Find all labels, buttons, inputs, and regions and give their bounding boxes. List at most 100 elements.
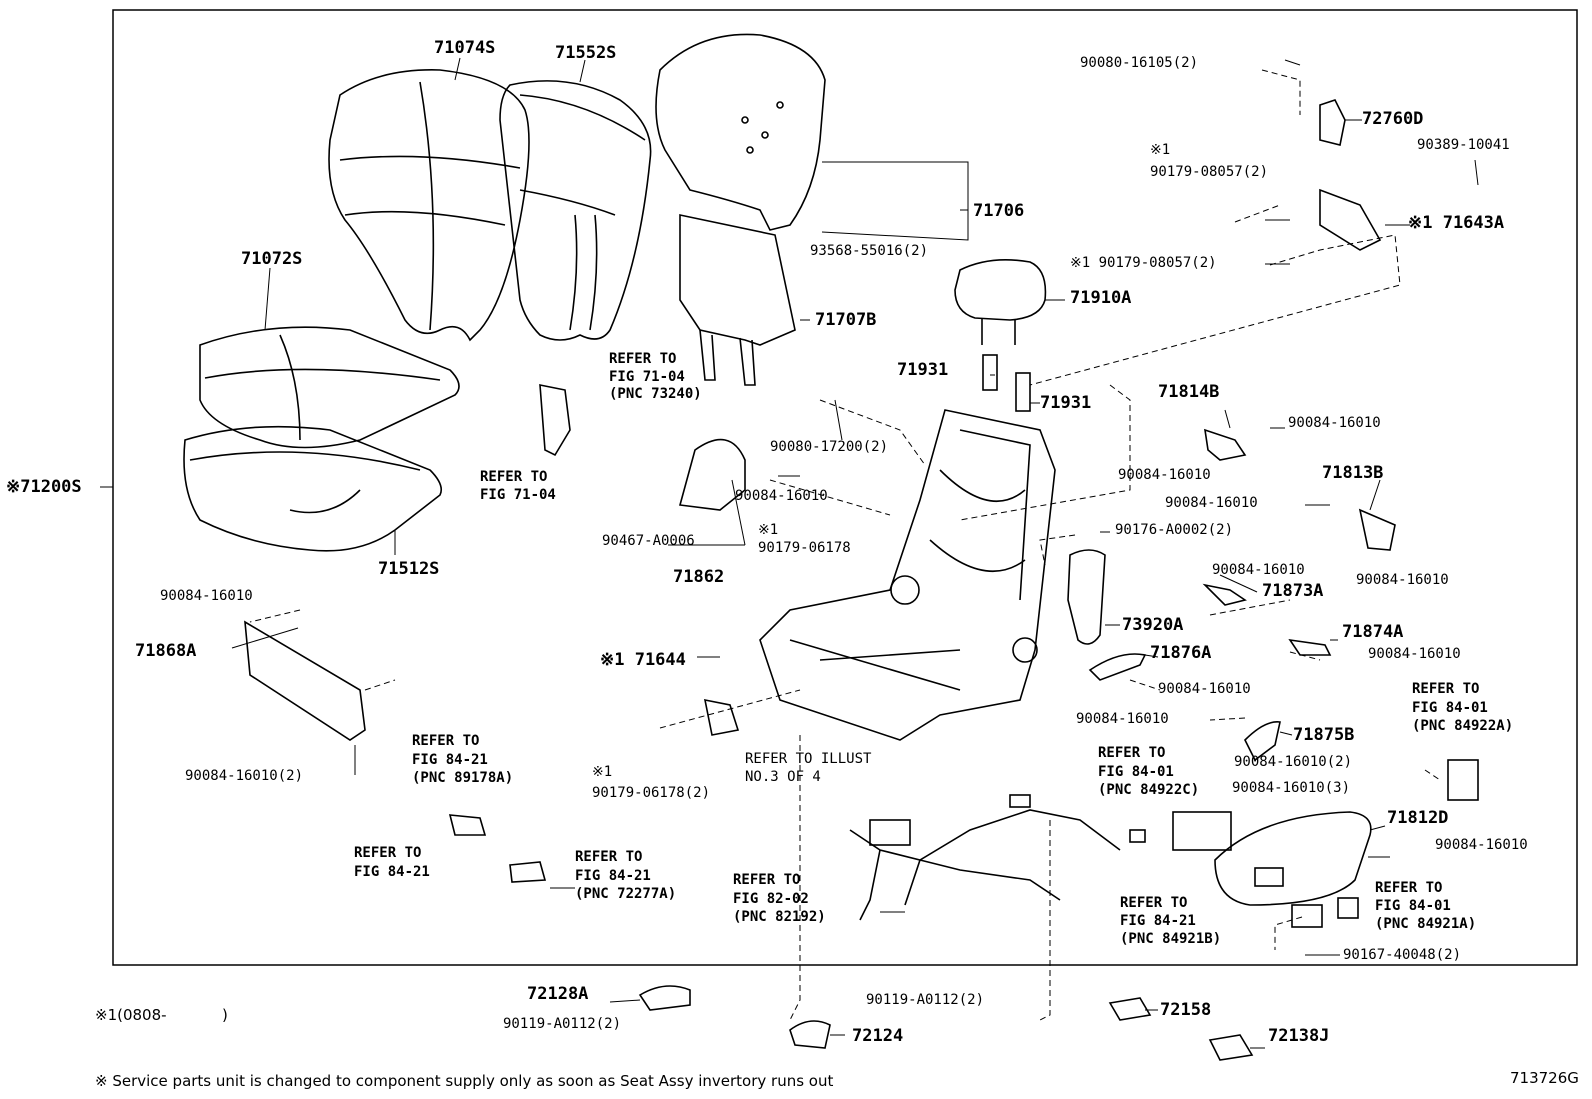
- refer-fig-84-01-c-line3[interactable]: (PNC 84921A): [1375, 916, 1476, 932]
- refer-fig-82-02-line1[interactable]: REFER TO: [733, 872, 800, 888]
- refer-fig-84-01-b-line3[interactable]: (PNC 84922C): [1098, 782, 1199, 798]
- part-72760D[interactable]: 72760D: [1362, 109, 1423, 129]
- refer-fig-84-01-a-line1[interactable]: REFER TO: [1412, 681, 1479, 697]
- part-71706[interactable]: 71706: [973, 201, 1024, 221]
- part-71876A[interactable]: 71876A: [1150, 643, 1211, 663]
- part-90176-A0002[interactable]: 90176-A0002(2): [1115, 522, 1233, 538]
- bracket-71813b-drawing: [1358, 508, 1396, 551]
- part-71814B[interactable]: 71814B: [1158, 382, 1219, 402]
- bracket-71862-drawing: [678, 438, 746, 511]
- part-90084-16010-n[interactable]: 90084-16010(2): [185, 768, 303, 784]
- part-90084-16010-c[interactable]: 90084-16010: [1118, 467, 1211, 483]
- seatback-cover-drawing: [328, 69, 530, 342]
- part-71910A[interactable]: 71910A: [1070, 288, 1131, 308]
- refer-fig-71-04-a-line1[interactable]: REFER TO: [609, 351, 676, 367]
- refer-fig-71-04-a-line2[interactable]: FIG 71-04: [609, 369, 685, 385]
- seat-frame-drawing: [759, 409, 1056, 741]
- part-90179-06178-b[interactable]: 90179-06178(2): [592, 785, 710, 801]
- part-71862[interactable]: 71862: [673, 567, 724, 587]
- part-90084-16010-b[interactable]: 90084-16010: [1288, 415, 1381, 431]
- refer-fig-84-21-b-line1[interactable]: REFER TO: [354, 845, 421, 861]
- refer-fig-84-01-c-line1[interactable]: REFER TO: [1375, 880, 1442, 896]
- refer-fig-84-21-a-line1[interactable]: REFER TO: [412, 733, 479, 749]
- part-90084-16010-j[interactable]: 90084-16010(2): [1234, 754, 1352, 770]
- refer-fig-71-04-b-line1[interactable]: REFER TO: [480, 469, 547, 485]
- side-cover-drawing: [244, 620, 366, 741]
- part-90467-A0006[interactable]: 90467-A0006: [602, 533, 695, 549]
- cover-72158-drawing: [1108, 997, 1152, 1021]
- refer-fig-84-21-c-line3[interactable]: (PNC 84921B): [1120, 931, 1221, 947]
- part-71707B[interactable]: 71707B: [815, 310, 876, 330]
- part-90119-A0112-b[interactable]: 90119-A0112(2): [866, 992, 984, 1008]
- part-90084-16010-i[interactable]: 90084-16010: [1076, 711, 1169, 727]
- part-90084-16010-k[interactable]: 90084-16010(3): [1232, 780, 1350, 796]
- refer-fig-84-01-a-line3[interactable]: (PNC 84922A): [1412, 718, 1513, 734]
- part-90167-40048[interactable]: 90167-40048(2): [1343, 947, 1461, 963]
- wire-harness-drawing: [849, 794, 1146, 921]
- part-73920A[interactable]: 73920A: [1122, 615, 1183, 635]
- refer-fig-84-01-b-line1[interactable]: REFER TO: [1098, 745, 1165, 761]
- bracket-71874a-drawing: [1288, 638, 1332, 656]
- part-71868A[interactable]: 71868A: [135, 641, 196, 661]
- refer-illust-line2[interactable]: NO.3 OF 4: [745, 769, 821, 785]
- part-71873A[interactable]: 71873A: [1262, 581, 1323, 601]
- refer-fig-84-21-a-line2[interactable]: FIG 84-21: [412, 752, 488, 768]
- refer-fig-84-01-c-line2[interactable]: FIG 84-01: [1375, 898, 1451, 914]
- refer-fig-84-01-a-line2[interactable]: FIG 84-01: [1412, 700, 1488, 716]
- seatbelt-buckle-drawing: [539, 384, 571, 457]
- bracket-71876a-drawing: [1088, 653, 1147, 681]
- part-90084-16010-l[interactable]: 90084-16010: [1435, 837, 1528, 853]
- refer-illust-line1[interactable]: REFER TO ILLUST: [745, 751, 872, 767]
- part-72124[interactable]: 72124: [852, 1026, 903, 1046]
- refer-fig-71-04-b-line2[interactable]: FIG 71-04: [480, 487, 556, 503]
- part-90179-06178[interactable]: 90179-06178: [758, 540, 851, 556]
- part-90084-16010-h[interactable]: 90084-16010: [1158, 681, 1251, 697]
- leader-lines: [231, 57, 1479, 1049]
- refer-fig-82-02-line2[interactable]: FIG 82-02: [733, 891, 809, 907]
- part-71875B[interactable]: 71875B: [1293, 725, 1354, 745]
- part-90080-17200[interactable]: 90080-17200(2): [770, 439, 888, 455]
- seatback-pad-drawing: [499, 80, 652, 341]
- part-90084-16010-m[interactable]: 90084-16010: [160, 588, 253, 604]
- part-71813B[interactable]: 71813B: [1322, 463, 1383, 483]
- part-71643A[interactable]: ※1 71643A: [1408, 213, 1504, 233]
- part-90084-16010-e[interactable]: 90084-16010: [1356, 572, 1449, 588]
- part-71552S[interactable]: 71552S: [555, 43, 616, 63]
- star-note-c: ※1: [592, 764, 612, 780]
- part-90080-16105[interactable]: 90080-16105(2): [1080, 55, 1198, 71]
- part-72128A[interactable]: 72128A: [527, 984, 588, 1004]
- part-90119-A0112-a[interactable]: 90119-A0112(2): [503, 1016, 621, 1032]
- part-93568-55016[interactable]: 93568-55016(2): [810, 243, 928, 259]
- note-marker: ※1(0808-: [95, 1006, 167, 1024]
- part-90179-08057-a[interactable]: 90179-08057(2): [1150, 164, 1268, 180]
- refer-fig-84-21-a-line3[interactable]: (PNC 89178A): [412, 770, 513, 786]
- part-72138J[interactable]: 72138J: [1268, 1026, 1329, 1046]
- switch-84921a-drawing: [1337, 897, 1359, 919]
- refer-fig-84-21-c-line2[interactable]: FIG 84-21: [1120, 913, 1196, 929]
- refer-fig-84-21-d-line1[interactable]: REFER TO: [575, 849, 642, 865]
- refer-fig-84-21-c-line1[interactable]: REFER TO: [1120, 895, 1187, 911]
- bracket-71643a-drawing: [1319, 188, 1382, 251]
- part-71072S[interactable]: 71072S: [241, 249, 302, 269]
- part-71874A[interactable]: 71874A: [1342, 622, 1403, 642]
- part-90179-08057-b[interactable]: ※1 90179-08057(2): [1070, 255, 1217, 271]
- refer-fig-84-21-b-line2[interactable]: FIG 84-21: [354, 864, 430, 880]
- part-71931-b[interactable]: 71931: [1040, 393, 1091, 413]
- refer-fig-84-21-d-line2[interactable]: FIG 84-21: [575, 868, 651, 884]
- part-90084-16010-d[interactable]: 90084-16010: [1165, 495, 1258, 511]
- refer-fig-82-02-line3[interactable]: (PNC 82192): [733, 909, 826, 925]
- part-90084-16010-f[interactable]: 90084-16010: [1212, 562, 1305, 578]
- refer-fig-84-21-d-line3[interactable]: (PNC 72277A): [575, 886, 676, 902]
- part-71812D[interactable]: 71812D: [1387, 808, 1448, 828]
- refer-fig-84-01-b-line2[interactable]: FIG 84-01: [1098, 764, 1174, 780]
- part-90389-10041[interactable]: 90389-10041: [1417, 137, 1510, 153]
- part-71931-a[interactable]: 71931: [897, 360, 948, 380]
- part-72158[interactable]: 72158: [1160, 1000, 1211, 1020]
- refer-fig-71-04-a-line3[interactable]: (PNC 73240): [609, 386, 702, 402]
- part-71512S[interactable]: 71512S: [378, 559, 439, 579]
- part-71644[interactable]: ※1 71644: [600, 650, 686, 670]
- part-90084-16010-a[interactable]: 90084-16010: [735, 488, 828, 504]
- part-90084-16010-g[interactable]: 90084-16010: [1368, 646, 1461, 662]
- part-71074S[interactable]: 71074S: [434, 38, 495, 58]
